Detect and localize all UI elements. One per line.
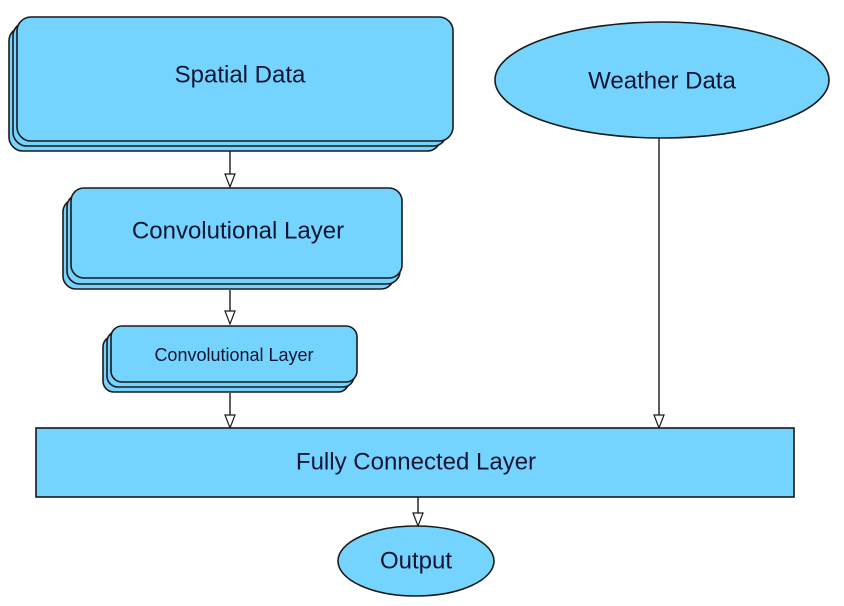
edge-fully-connected-to-output xyxy=(412,497,424,528)
convolutional-layer-2-label: Convolutional Layer xyxy=(154,345,313,365)
convolutional-layer-1-node: Convolutional Layer xyxy=(62,187,403,290)
fully-connected-layer-label: Fully Connected Layer xyxy=(296,449,536,476)
convolutional-layer-2-node: Convolutional Layer xyxy=(102,325,358,393)
edges xyxy=(224,138,665,528)
output-label: Output xyxy=(380,548,452,575)
edge-conv1-to-conv2 xyxy=(224,290,236,326)
fully-connected-layer-node: Fully Connected Layer xyxy=(35,427,795,498)
spatial-data-node: Spatial Data xyxy=(8,16,454,152)
edge-weather-to-fully-connected xyxy=(653,138,665,430)
weather-data-label: Weather Data xyxy=(588,68,736,95)
output-node: Output xyxy=(337,525,495,597)
edge-conv2-to-fully-connected xyxy=(224,393,236,430)
convolutional-layer-1-label: Convolutional Layer xyxy=(132,218,344,245)
spatial-data-label: Spatial Data xyxy=(175,62,306,89)
weather-data-node: Weather Data xyxy=(494,21,830,139)
edge-spatial-to-conv1 xyxy=(224,151,236,189)
